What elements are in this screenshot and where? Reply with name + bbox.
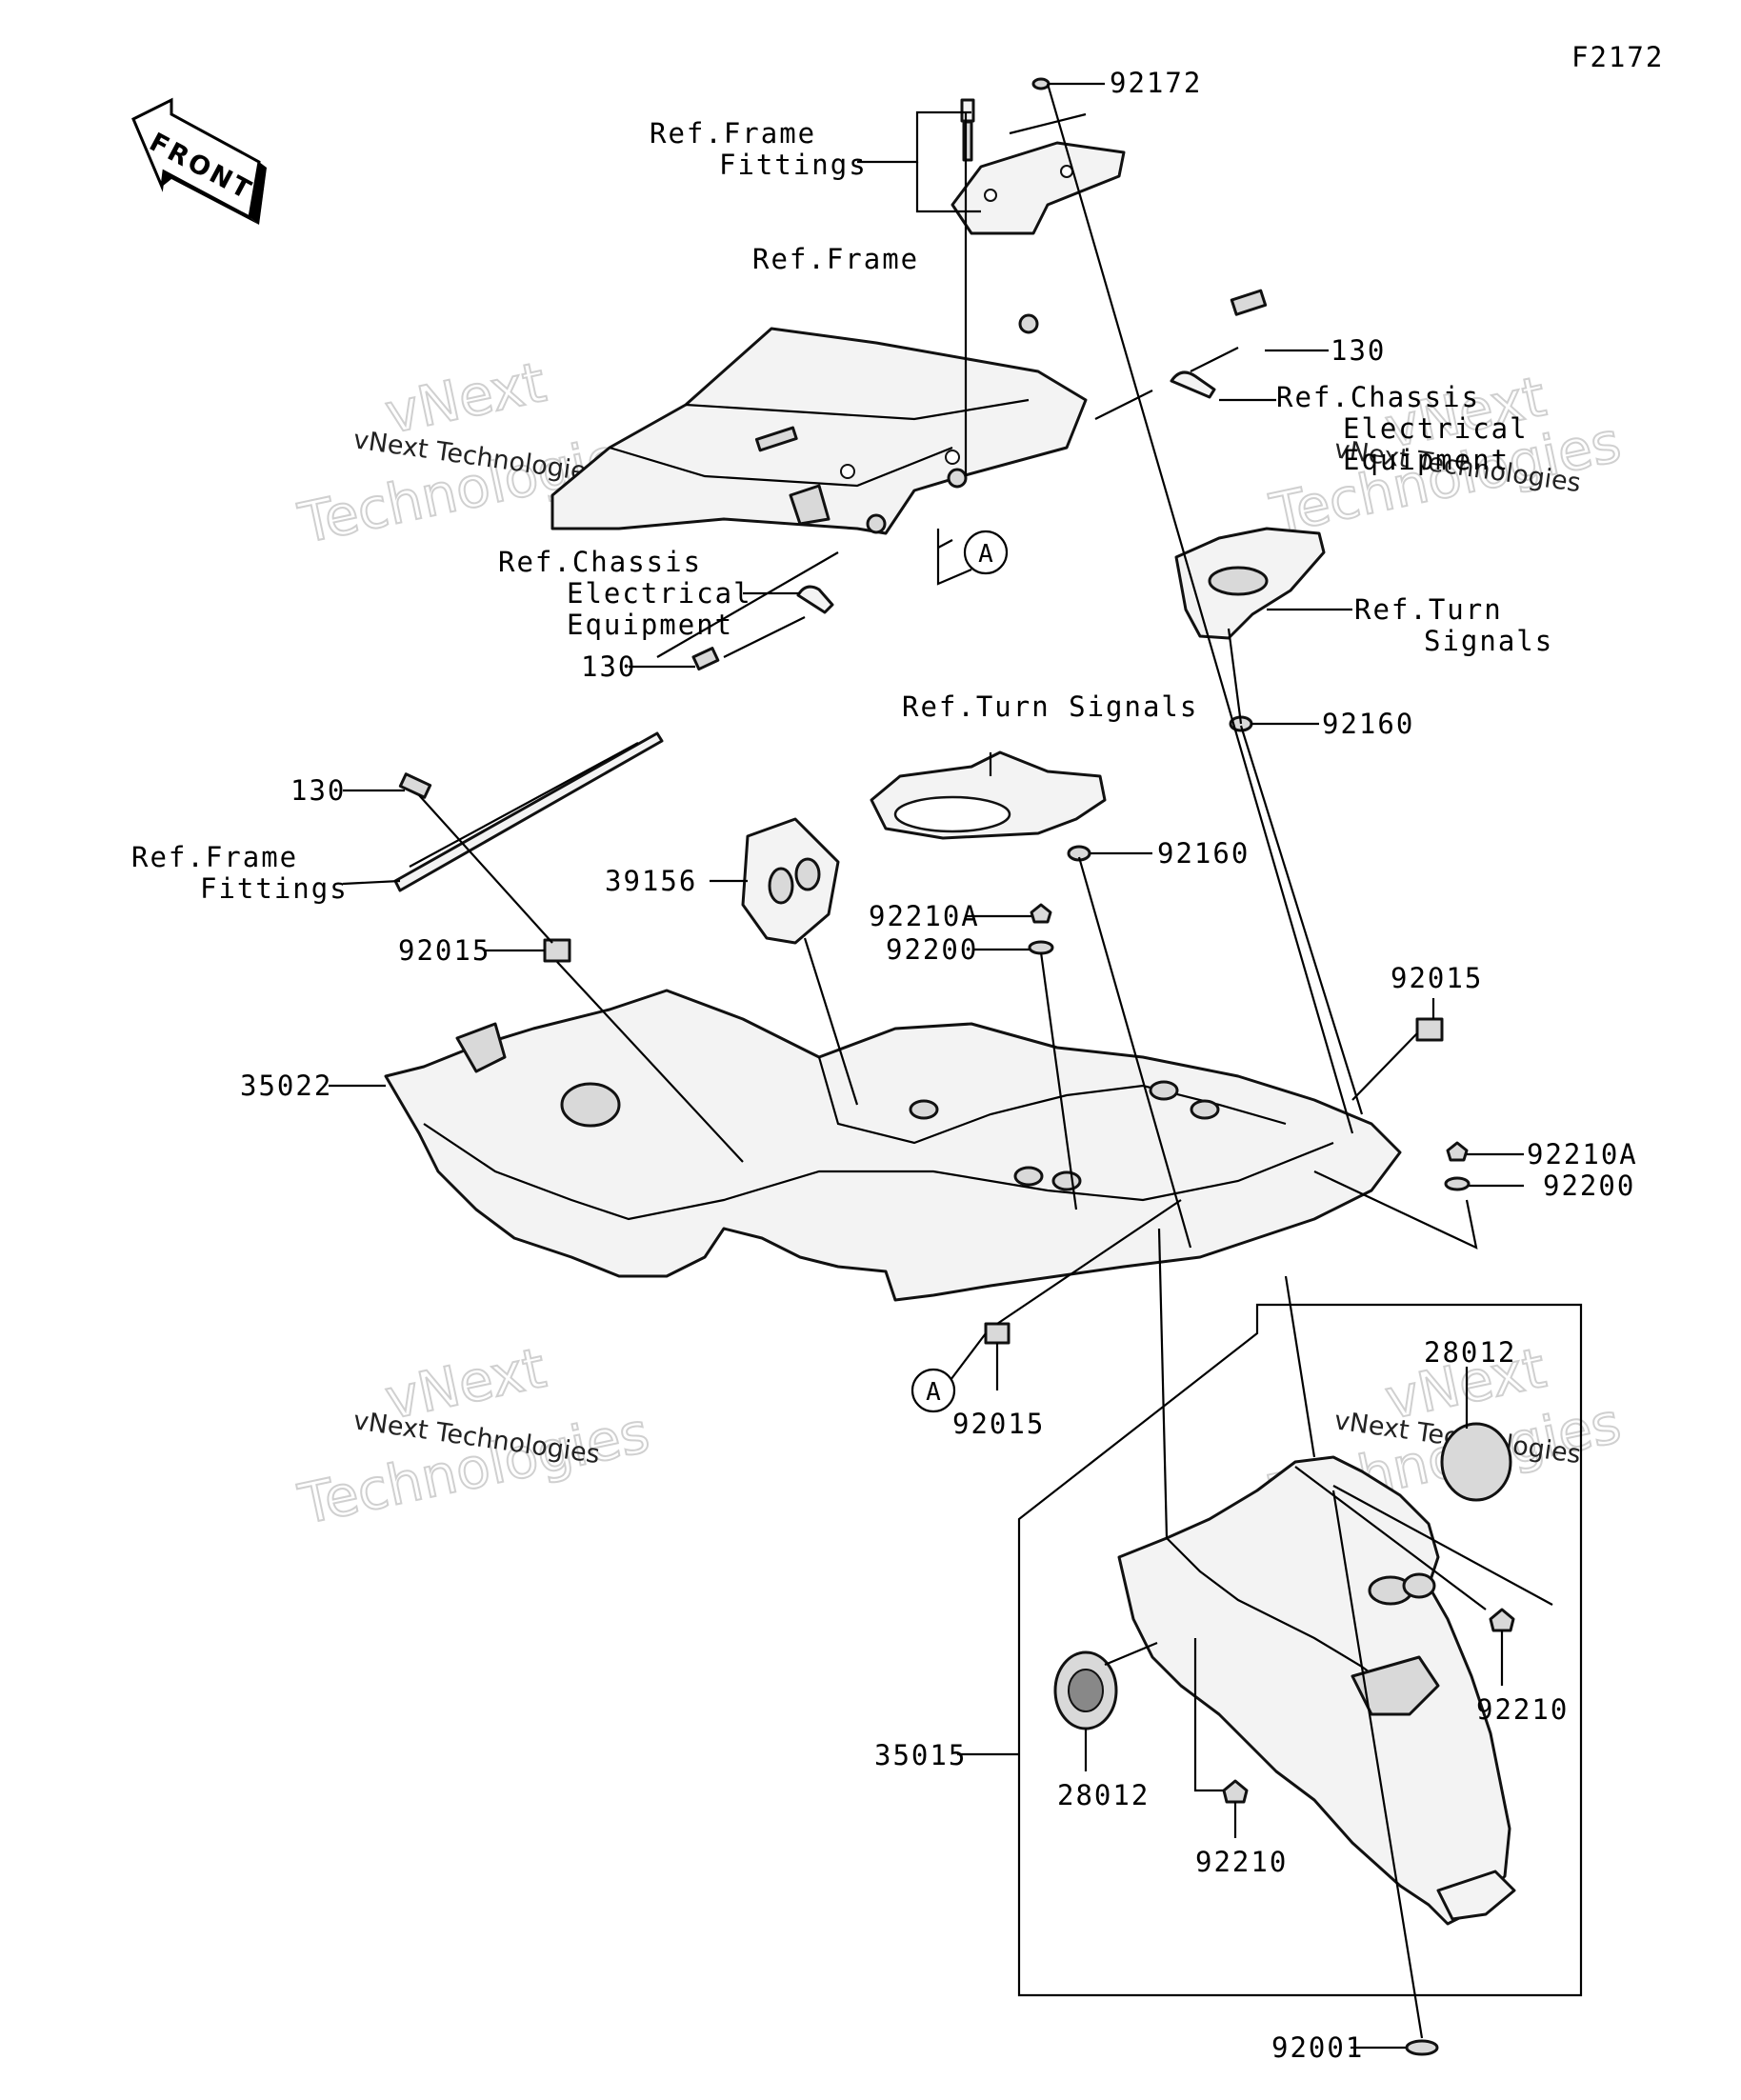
label-92001: 92001 xyxy=(1271,2031,1364,2064)
label-ref-chassis-right-2: Electrical xyxy=(1343,412,1529,445)
bolt-130-top xyxy=(1230,289,1268,316)
label-130-top: 130 xyxy=(1331,334,1386,367)
label-35022: 35022 xyxy=(240,1070,332,1102)
washer-92200-right xyxy=(1444,1176,1471,1191)
nut-92210A-center xyxy=(1030,903,1052,924)
nut-92210A-right xyxy=(1446,1141,1469,1162)
label-92200-center: 92200 xyxy=(886,933,978,966)
label-35015: 35015 xyxy=(874,1739,967,1771)
label-92015-right: 92015 xyxy=(1391,962,1483,994)
clip-top xyxy=(1170,370,1216,399)
bolt-92001 xyxy=(1405,2039,1439,2056)
label-92160-center: 92160 xyxy=(1157,837,1250,870)
svg-text:Technologies: Technologies xyxy=(293,1400,655,1537)
svg-text:A: A xyxy=(978,540,993,569)
leader-lines xyxy=(329,82,1553,2050)
reflector-28012-left xyxy=(1053,1650,1118,1730)
screw-92172 xyxy=(1031,77,1051,90)
frame-fittings-bracket xyxy=(951,98,1126,235)
label-ref-chassis-left-2: Electrical xyxy=(567,577,752,610)
rear-frame xyxy=(550,313,1088,535)
watermark-bottom-left: vNext Technologies vNext Technologies xyxy=(292,1334,656,1538)
label-92210A-center: 92210A xyxy=(869,900,980,932)
label-92200-right: 92200 xyxy=(1543,1170,1635,1202)
label-ref-turn-center: Ref.Turn Signals xyxy=(902,690,1198,723)
nut-92210-bottom xyxy=(1222,1779,1249,1804)
bolt-130-left xyxy=(691,647,720,671)
group-35015-frame xyxy=(1017,1303,1583,1997)
turn-signal-right xyxy=(1174,527,1326,640)
label-ref-turn-right-2: Signals xyxy=(1424,625,1553,657)
label-ref-frame-fittings-left-1: Ref.Frame xyxy=(131,841,298,873)
rear-fender-35015 xyxy=(1117,1455,1516,1926)
label-130-left: 130 xyxy=(581,650,636,683)
washer-92200-center xyxy=(1028,940,1054,955)
inner-fender-35022 xyxy=(384,989,1402,1302)
label-92015-left: 92015 xyxy=(398,934,490,967)
label-92210-right: 92210 xyxy=(1476,1693,1569,1726)
label-ref-frame-fittings-left-2: Fittings xyxy=(200,872,349,905)
nut-92210-right xyxy=(1489,1608,1515,1632)
collar-92015-left xyxy=(543,938,571,963)
label-ref-chassis-left-1: Ref.Chassis xyxy=(498,546,702,578)
front-arrow-icon: FRONT xyxy=(131,97,267,225)
turn-signal-center xyxy=(870,750,1107,840)
ref-marker-a-bottom: A xyxy=(911,1368,956,1413)
clip-left xyxy=(796,585,834,614)
label-ref-chassis-right-1: Ref.Chassis xyxy=(1276,381,1480,413)
label-92015-bottom: 92015 xyxy=(952,1408,1045,1440)
collar-92015-right xyxy=(1415,1017,1444,1042)
label-92172: 92172 xyxy=(1110,67,1202,99)
label-ref-frame: Ref.Frame xyxy=(752,243,919,275)
label-28012-top: 28012 xyxy=(1424,1336,1516,1369)
label-ref-frame-fittings-top-1: Ref.Frame xyxy=(650,117,816,150)
bolt-130-mid xyxy=(398,772,432,799)
label-130-mid: 130 xyxy=(290,774,346,807)
label-ref-chassis-left-3: Equipment xyxy=(567,609,733,641)
figure-code: F2172 xyxy=(1571,41,1664,73)
label-ref-frame-fittings-top-2: Fittings xyxy=(719,149,868,181)
svg-text:A: A xyxy=(926,1378,941,1407)
label-39156: 39156 xyxy=(605,865,697,897)
label-28012-left: 28012 xyxy=(1057,1779,1150,1811)
label-92160-right: 92160 xyxy=(1322,708,1414,740)
reflector-28012-top xyxy=(1440,1422,1512,1502)
label-92210-bottom: 92210 xyxy=(1195,1846,1288,1878)
ref-marker-a-top: A xyxy=(963,530,1009,575)
label-ref-chassis-right-3: Equipment xyxy=(1343,444,1510,476)
label-ref-turn-right-1: Ref.Turn xyxy=(1354,593,1503,626)
pad-39156 xyxy=(741,817,840,945)
frame-fittings-bar xyxy=(393,731,664,892)
label-92210A-right: 92210A xyxy=(1527,1138,1638,1170)
collar-92015-bottom xyxy=(984,1322,1011,1345)
